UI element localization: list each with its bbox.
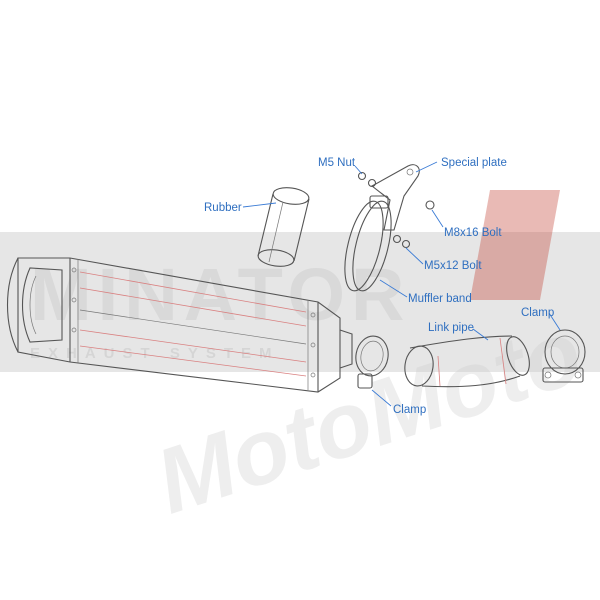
label-rubber: Rubber [204, 202, 242, 214]
clamp-large-nut-left [544, 371, 552, 379]
muffler-centre-line [79, 309, 307, 345]
muffler-outlet [22, 267, 63, 343]
leader-link-pipe [472, 328, 489, 341]
leader-clamp-bottom [371, 389, 392, 407]
leader-clamp-right [548, 312, 561, 331]
clamp-large-bolt-bar [542, 367, 584, 383]
watermark-brand-text: MINATOR [30, 253, 410, 336]
leader-lines [242, 161, 561, 407]
rivet [71, 297, 77, 303]
muffler-pinstripe-1 [79, 271, 307, 313]
clamp-large [542, 329, 586, 383]
label-m5x12-bolt: M5x12 Bolt [424, 260, 482, 272]
watermark-sub-text: EXHAUST SYSTEM [30, 345, 280, 362]
leader-rubber [242, 202, 277, 208]
muffler-band [344, 195, 392, 292]
leader-m8x16-bolt [431, 209, 444, 228]
rivet [310, 312, 316, 318]
muffler-band-tab [369, 195, 389, 209]
rubber-ring [257, 187, 310, 267]
label-link-pipe: Link pipe [428, 322, 474, 334]
muffler-outlet-inner [29, 275, 37, 335]
leader-special-plate [415, 161, 438, 173]
link-pipe-red-band [499, 337, 507, 385]
rivet [71, 267, 77, 273]
link-pipe-outlet-end [506, 336, 530, 376]
clamp-small-bolt-block [357, 373, 373, 389]
label-special-plate: Special plate [441, 157, 507, 169]
muffler-band-outer [344, 200, 384, 292]
leader-m5-nut [354, 165, 363, 175]
part-labels: M5 Nut Special plate Rubber M8x16 Bolt M… [204, 157, 554, 416]
clamp-small-ring-inner [360, 340, 384, 372]
rivet [310, 342, 316, 348]
rubber-inner-line [268, 201, 284, 263]
special-plate-hole [406, 168, 414, 176]
clamp-small-ring [355, 335, 389, 377]
rubber-side-right [293, 198, 310, 262]
label-muffler-band: Muffler band [408, 293, 472, 305]
leader-muffler-band [379, 279, 408, 298]
clamp-large-nut-right [574, 371, 582, 379]
watermark-accent-shape [470, 190, 560, 300]
rubber-side-left [257, 193, 274, 257]
rubber-top-edge [272, 187, 310, 205]
link-pipe [404, 335, 530, 388]
clamp-small [355, 335, 389, 389]
m5-nut-b [367, 178, 377, 188]
link-pipe-bottom-edge [421, 375, 521, 388]
muffler-pinstripe-2 [79, 287, 307, 327]
m5-nut-a [357, 171, 367, 181]
fasteners [357, 171, 435, 249]
muffler-body [7, 257, 353, 393]
muffler-end-cap [7, 257, 19, 353]
clamp-large-ring [544, 329, 586, 375]
m8x16-bolt-part [425, 200, 435, 210]
label-m5-nut: M5 Nut [318, 157, 356, 169]
muffler-inlet-stub [339, 329, 353, 369]
leader-m5x12-bolt [405, 247, 424, 265]
label-m8x16-bolt: M8x16 Bolt [444, 227, 502, 239]
special-plate [371, 164, 420, 231]
muffler-outline [17, 257, 341, 393]
muffler-band-inner [352, 200, 392, 292]
label-clamp-bottom: Clamp [393, 404, 426, 416]
muffler-pinstripe-3 [79, 329, 307, 363]
link-pipe-red-band-2 [437, 355, 441, 387]
rivet [310, 372, 316, 378]
m5x12-bolt-part-a [392, 234, 402, 244]
rivet [71, 327, 77, 333]
label-clamp-right: Clamp [521, 307, 554, 319]
muffler-pinstripe-4 [79, 345, 307, 377]
m5x12-bolt-part-b [401, 239, 411, 249]
link-pipe-top-edge [409, 335, 513, 349]
